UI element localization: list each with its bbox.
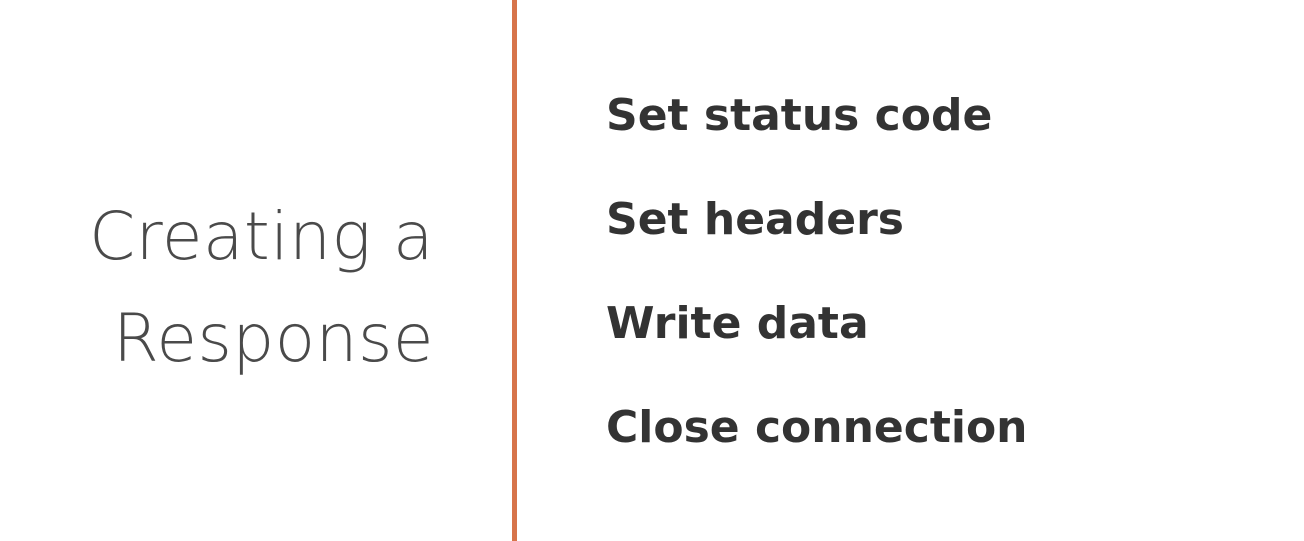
steps-list: Set status code Set headers Write data C… (606, 86, 1028, 502)
step-item: Write data (606, 298, 869, 349)
step-item: Set headers (606, 194, 904, 245)
slide-title-line-2: Response (113, 300, 434, 377)
slide-title: Creating a Response (0, 186, 434, 390)
vertical-divider (512, 0, 517, 541)
step-item: Close connection (606, 402, 1028, 453)
step-item: Set status code (606, 90, 993, 141)
slide-title-line-1: Creating a (89, 198, 434, 275)
